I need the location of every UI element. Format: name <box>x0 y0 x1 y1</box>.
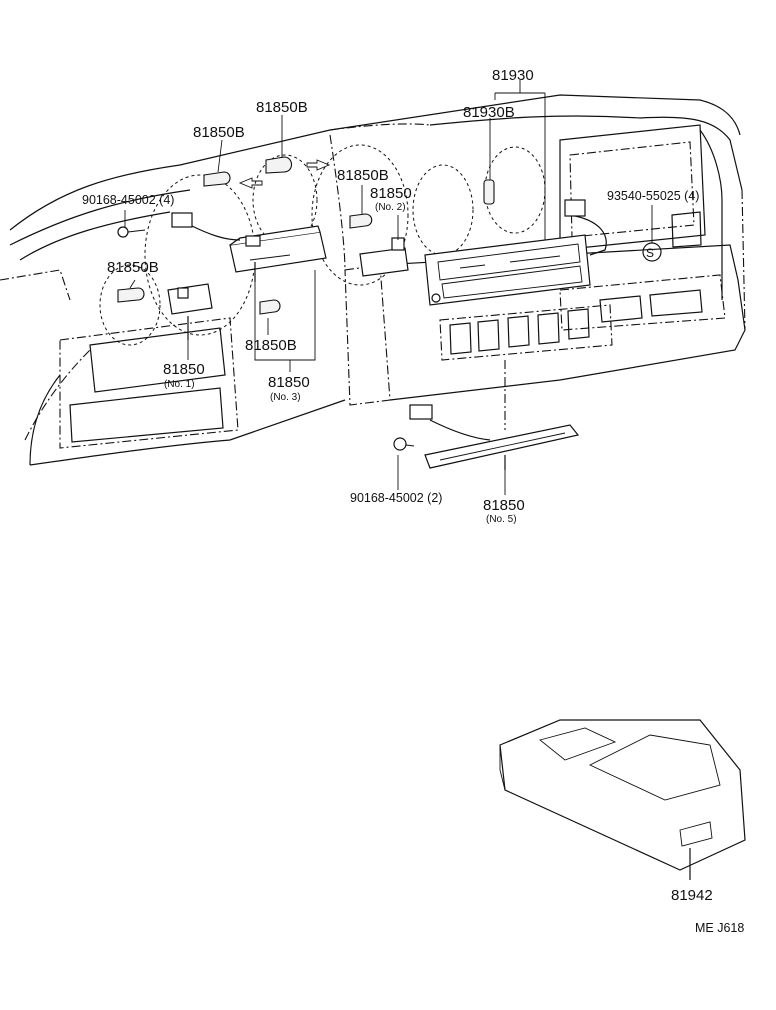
label-81850-no1-sub: (No. 1) <box>164 379 195 390</box>
label-90168-top: 90168-45002 (4) <box>82 193 174 207</box>
label-81850b-top: 81850B <box>256 99 308 116</box>
label-90168-bottom: 90168-45002 (2) <box>350 491 442 505</box>
switch-module-no1 <box>167 283 213 340</box>
switch-module-no2 <box>359 237 409 277</box>
label-81850b-leftlow: 81850B <box>107 259 159 276</box>
screw-parts <box>117 226 415 451</box>
diagram-code: ME J618 <box>695 921 744 935</box>
switch-strip-no5 <box>409 404 580 470</box>
label-81850b-left: 81850B <box>193 124 245 141</box>
label-81850b-center: 81850B <box>337 167 389 184</box>
label-81850-no2: 81850 <box>370 185 412 202</box>
bulb-parts <box>117 156 495 315</box>
label-81850-no2-sub: (No. 2) <box>375 202 406 213</box>
svg-text:S: S <box>646 246 654 260</box>
label-81850-no1: 81850 <box>163 361 205 378</box>
label-81930b: 81930B <box>463 104 515 121</box>
heater-control-panel <box>424 199 607 430</box>
direction-arrows <box>238 159 331 189</box>
s-mark: S <box>642 242 662 262</box>
label-81850-no3-sub: (No. 3) <box>270 392 301 403</box>
label-81850-no5-sub: (No. 5) <box>486 514 517 525</box>
console-box <box>499 719 746 880</box>
label-81930: 81930 <box>492 67 534 84</box>
switch-module-no3 <box>171 212 327 282</box>
leader-lines <box>124 80 653 495</box>
label-81850-no3: 81850 <box>268 374 310 391</box>
label-81850-no5: 81850 <box>483 497 525 514</box>
instrument-panel-outline <box>0 94 746 466</box>
label-81942: 81942 <box>671 887 713 904</box>
label-81850b-bottom: 81850B <box>245 337 297 354</box>
label-93540: 93540-55025 (4) <box>607 189 699 203</box>
